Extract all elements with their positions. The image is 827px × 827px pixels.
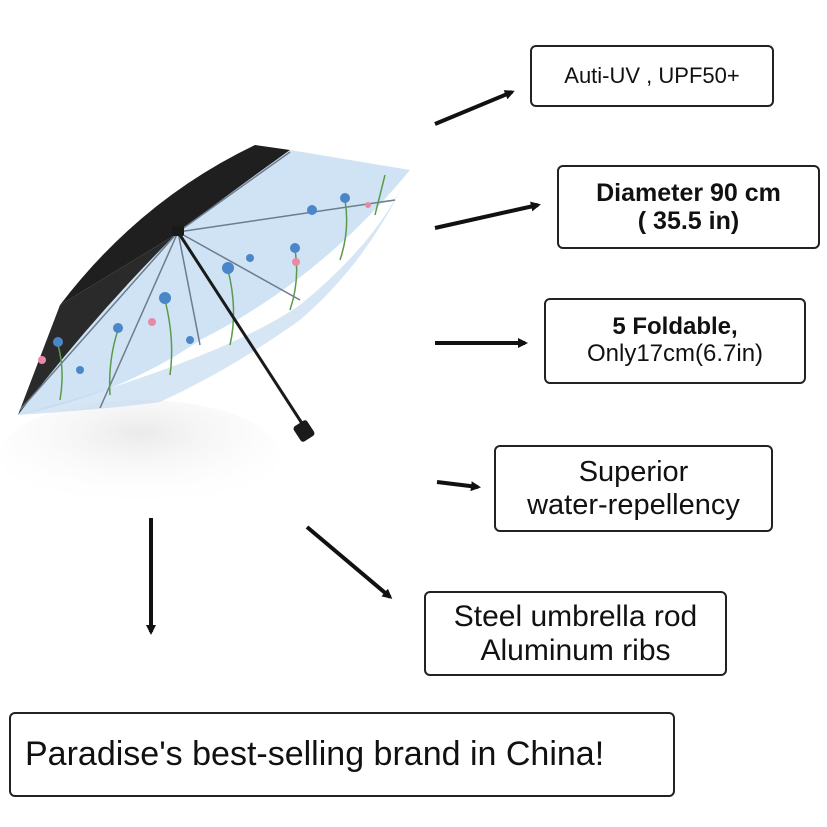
arrow-5 xyxy=(305,525,393,599)
feature-uv-protection: Auti-UV , UPF50+ xyxy=(530,45,774,107)
feature-line: Aluminum ribs xyxy=(480,633,671,667)
shadow xyxy=(0,400,280,510)
feature-line: water-repellency xyxy=(527,488,740,521)
feature-diameter: Diameter 90 cm ( 35.5 in) xyxy=(557,165,820,249)
brand-banner: Paradise's best-selling brand in China! xyxy=(9,712,675,797)
umbrella-rod xyxy=(176,231,307,429)
feature-foldable: 5 Foldable, Only17cm(6.7in) xyxy=(544,298,806,384)
feature-line: Diameter 90 cm xyxy=(596,179,781,207)
feature-line: Superior xyxy=(578,456,689,489)
umbrella-handle xyxy=(293,420,315,442)
pointer-arrows xyxy=(146,90,541,635)
feature-line: Auti-UV , UPF50+ xyxy=(564,62,740,88)
feature-water-repellency: Superior water-repellency xyxy=(494,445,773,532)
arrow-2 xyxy=(434,201,541,230)
banner-text: Paradise's best-selling brand in China! xyxy=(25,735,605,774)
canopy-inner xyxy=(18,150,410,415)
feature-line: ( 35.5 in) xyxy=(637,207,740,235)
feature-line: 5 Foldable, xyxy=(612,313,738,341)
canopy-top xyxy=(60,145,290,305)
flower-pattern xyxy=(38,174,386,401)
feature-line: Steel umbrella rod xyxy=(453,599,698,633)
feature-materials: Steel umbrella rod Aluminum ribs xyxy=(424,591,727,676)
arrow-1 xyxy=(434,90,515,126)
ribs xyxy=(19,151,396,411)
feature-line: Only17cm(6.7in) xyxy=(586,340,764,367)
arrow-4 xyxy=(436,480,481,492)
